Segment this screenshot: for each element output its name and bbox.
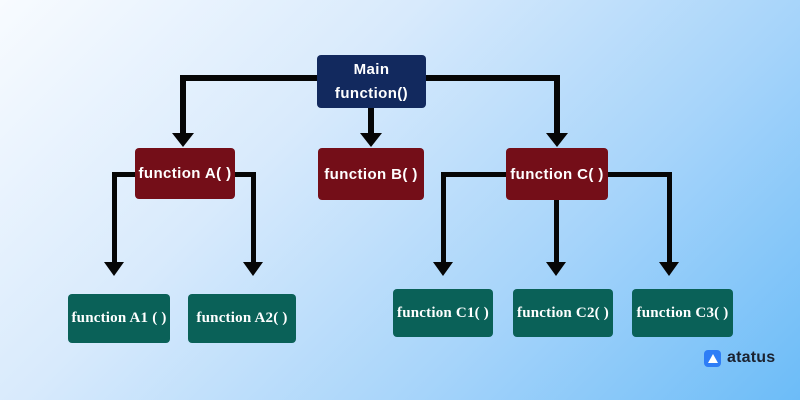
node-function-a-label: function A( ) [138, 165, 232, 182]
node-main-label-line2: function() [334, 84, 409, 102]
arrowhead-down-icon [104, 262, 124, 276]
connector-main-a-horizontal [183, 75, 317, 81]
atatus-logo: atatus [704, 349, 775, 367]
connector-c-c3-horizontal [608, 172, 670, 177]
node-main-label-line1: Main [353, 61, 390, 79]
node-function-a1-label: function A1 ( ) [71, 310, 167, 326]
connector-a-a1-horizontal [114, 172, 135, 177]
connector-c-c1-horizontal [443, 172, 506, 177]
arrowhead-down-icon [433, 262, 453, 276]
node-function-c3: function C3( ) [632, 289, 733, 337]
connector-main-a-vertical [180, 75, 186, 133]
connector-main-c-horizontal [426, 75, 557, 81]
connector-a-a2-vertical [251, 172, 256, 262]
arrowhead-down-icon [546, 262, 566, 276]
atatus-logo-icon [704, 349, 721, 367]
connector-a-a1-vertical [112, 172, 117, 262]
connector-c-c1-vertical [441, 172, 446, 262]
triangle-icon [707, 353, 718, 363]
node-function-b: function B( ) [318, 148, 424, 200]
connector-a-a2-horizontal [234, 172, 254, 177]
node-function-a2: function A2( ) [188, 294, 296, 343]
node-function-c1: function C1( ) [393, 289, 493, 337]
connector-main-c-vertical [554, 75, 560, 133]
arrowhead-down-icon [243, 262, 263, 276]
node-function-c: function C( ) [506, 148, 608, 200]
node-function-c-label: function C( ) [510, 165, 604, 183]
node-function-a2-label: function A2( ) [196, 310, 288, 326]
node-main-function: Main function() [317, 55, 426, 108]
node-function-c1-label: function C1( ) [397, 304, 489, 321]
node-function-a1: function A1 ( ) [68, 294, 170, 343]
node-function-a: function A( ) [135, 148, 235, 199]
atatus-logo-text: atatus [727, 349, 776, 366]
node-function-b-label: function B( ) [324, 165, 418, 183]
connector-c-c3-vertical [667, 172, 672, 262]
arrowhead-down-icon [360, 133, 382, 147]
node-function-c3-label: function C3( ) [636, 304, 729, 321]
arrowhead-down-icon [172, 133, 194, 147]
node-function-c2: function C2( ) [513, 289, 613, 337]
node-function-c2-label: function C2( ) [517, 304, 609, 321]
connector-main-b-vertical [368, 108, 374, 133]
connector-c-c2-vertical [554, 200, 559, 262]
arrowhead-down-icon [659, 262, 679, 276]
arrowhead-down-icon [546, 133, 568, 147]
